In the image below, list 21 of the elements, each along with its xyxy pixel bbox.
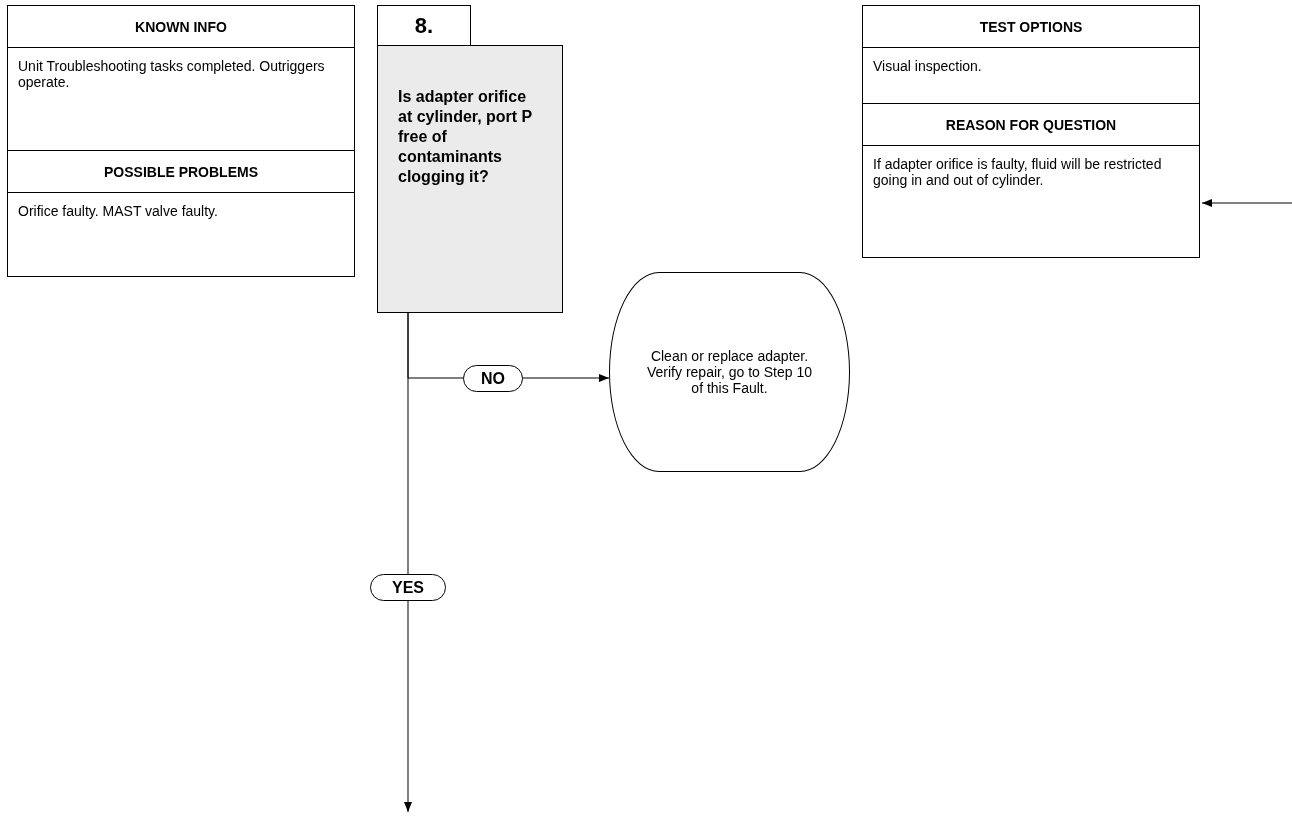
edge-label: NO (463, 365, 523, 392)
edge-label: YES (370, 574, 446, 601)
panel-heading: POSSIBLE PROBLEMS (8, 151, 354, 193)
question-text: Is adapter orifice at cylinder, port P free of contaminants clogging it? (397, 87, 533, 187)
arrow (404, 312, 412, 813)
info-panel (7, 5, 355, 151)
panel-heading: REASON FOR QUESTION (863, 104, 1199, 146)
info-panel (862, 103, 1200, 258)
arrow (1201, 199, 1292, 207)
info-panel (862, 5, 1200, 104)
panel-text: Orifice faulty. MAST valve faulty. (17, 202, 219, 221)
panel-text: If adapter orifice is faulty, fluid will be restricted going in and out of cylinder. (872, 155, 1163, 190)
action-text: Clean or replace adapter. Verify repair, go to Step 10 of this Fault. (646, 348, 813, 396)
question-box (377, 45, 563, 313)
info-panel (7, 150, 355, 277)
panel-heading: TEST OPTIONS (863, 6, 1199, 48)
step-number: 8. (413, 12, 435, 39)
step-number-box (377, 5, 471, 46)
panel-text: Unit Troubleshooting tasks completed. Outriggers operate. (17, 57, 326, 92)
panel-heading: KNOWN INFO (8, 6, 354, 48)
panel-text: Visual inspection. (872, 57, 983, 76)
